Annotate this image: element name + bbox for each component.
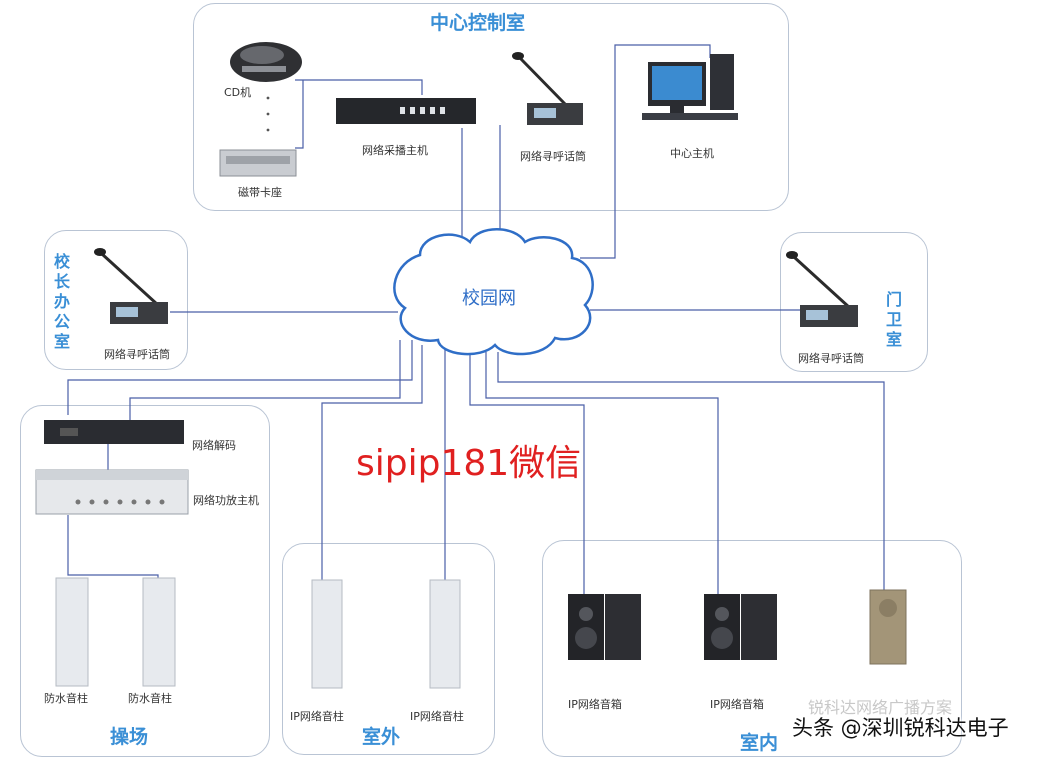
- ip-column-right-device: [429, 579, 461, 689]
- campus-network-label: 校园网: [462, 288, 516, 309]
- tape-deck-device: [219, 149, 297, 177]
- wire-tape-collector: [295, 80, 304, 149]
- control-mic-device: [512, 52, 583, 125]
- collector-host-label: 网络采播主机: [362, 144, 428, 157]
- campus-network-cloud: [393, 228, 594, 356]
- outdoor-title: 室外: [362, 726, 401, 748]
- network-terminal-label: 网络解码: [192, 439, 236, 452]
- cd-player-label: CD机: [224, 86, 252, 99]
- credit-text: 头条 @深圳锐科达电子: [792, 716, 1009, 740]
- faded-caption: 锐科达网络广播方案: [808, 698, 953, 717]
- wire-indoor-left: [469, 352, 585, 594]
- amplifier-device: [35, 469, 189, 515]
- ip-intercom-device: [869, 589, 907, 665]
- waterproof-column-left-label: 防水音柱: [44, 692, 88, 705]
- ip-column-right-label: IP网络音柱: [410, 710, 464, 723]
- waterproof-column-left-device: [55, 577, 89, 687]
- principal-office-title: 校长办公室: [53, 252, 70, 351]
- principal-office-zone: [44, 230, 188, 370]
- ip-column-left-device: [311, 579, 343, 689]
- gate-room-zone: [780, 232, 928, 372]
- wire-cd-collector: [295, 79, 423, 95]
- wire-intercom: [497, 352, 885, 590]
- principal-mic-label: 网络寻呼话筒: [104, 348, 170, 361]
- waterproof-column-right-device: [142, 577, 176, 687]
- cd-player-device: [230, 42, 302, 82]
- principal-mic-device: [94, 248, 168, 324]
- amplifier-label: 网络功放主机: [193, 494, 259, 507]
- wire-indoor-right: [485, 352, 719, 594]
- ip-speaker-right-device: [704, 594, 777, 660]
- center-host-device: [642, 54, 738, 120]
- tape-deck-label: 磁带卡座: [238, 186, 282, 199]
- playground-title: 操场: [110, 726, 149, 748]
- gate-room-title: 门卫室: [885, 290, 902, 349]
- wire-center-host-cloud: [614, 44, 711, 108]
- wire-outdoor-left: [321, 345, 423, 580]
- watermark-text: sipip181微信: [356, 443, 582, 484]
- wire-columns-split: [67, 562, 159, 580]
- waterproof-column-right-label: 防水音柱: [128, 692, 172, 705]
- control-mic-label: 网络寻呼话筒: [520, 150, 586, 163]
- collector-host-device: [336, 98, 476, 124]
- center-host-label: 中心主机: [670, 147, 714, 160]
- ip-speaker-left-device: [568, 594, 641, 660]
- gate-mic-label: 网络寻呼话筒: [798, 352, 864, 365]
- wire-host-cloud: [580, 108, 616, 259]
- control-room-title: 中心控制室: [430, 12, 526, 34]
- gate-mic-device: [786, 251, 858, 327]
- ip-speaker-right-label: IP网络音箱: [710, 698, 764, 711]
- wire-amp-playground: [67, 340, 413, 415]
- indoor-title: 室内: [740, 732, 779, 754]
- wire-terminal-cloud: [129, 340, 401, 420]
- ip-column-left-label: IP网络音柱: [290, 710, 344, 723]
- network-terminal-device: [44, 420, 184, 444]
- more-devices-dots: [266, 96, 270, 132]
- ip-speaker-left-label: IP网络音箱: [568, 698, 622, 711]
